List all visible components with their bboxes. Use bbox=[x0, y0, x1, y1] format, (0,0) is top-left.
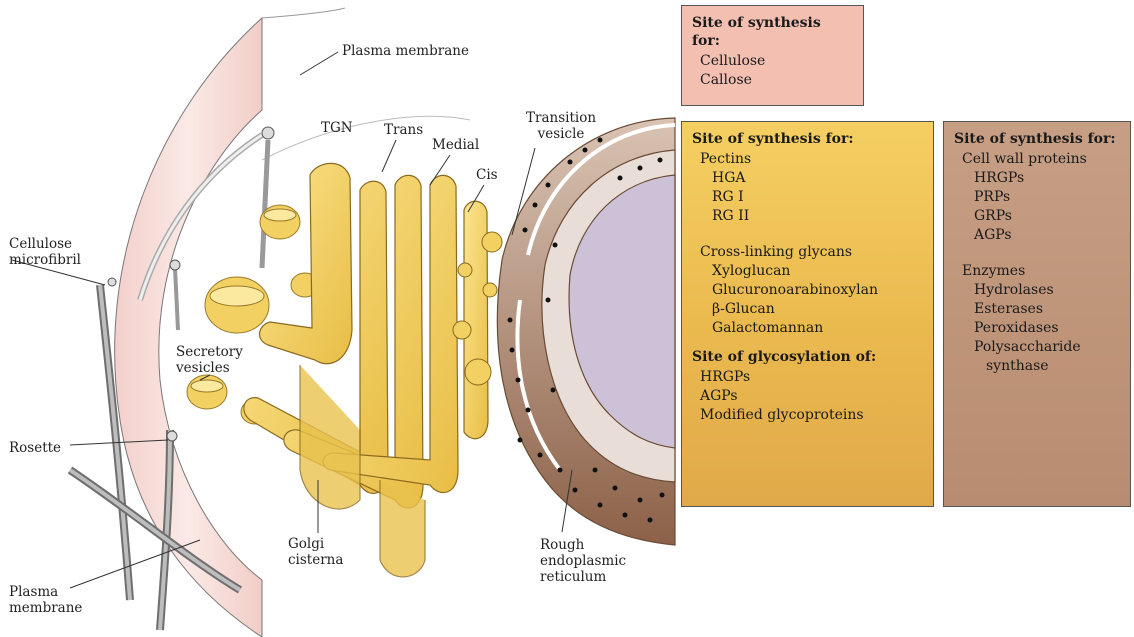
label-golgi-cisterna-line2: cisterna bbox=[288, 552, 343, 568]
spacer bbox=[692, 226, 923, 243]
label-transition-vesicle: Transition vesicle bbox=[526, 110, 596, 142]
label-rosette: Rosette bbox=[9, 440, 61, 456]
label-cis: Cis bbox=[476, 167, 498, 183]
er-box-proteins: Cell wall proteins bbox=[954, 150, 1120, 169]
pm-box-item-callose: Callose bbox=[692, 71, 853, 90]
er-box-enzyme-polysaccharide: Polysaccharide bbox=[954, 338, 1120, 357]
er-box: Site of synthesis for: Cell wall protein… bbox=[943, 121, 1131, 507]
label-golgi-cisterna-line1: Golgi bbox=[288, 536, 343, 552]
label-secretory-vesicles-line1: Secretory bbox=[176, 344, 243, 360]
er-box-protein-grps: GRPs bbox=[954, 207, 1120, 226]
label-plasma-membrane-bottom-line1: Plasma bbox=[9, 584, 82, 600]
secretory-vesicles bbox=[187, 205, 319, 424]
label-plasma-membrane-bottom: Plasma membrane bbox=[9, 584, 82, 616]
golgi-box-pectins: Pectins bbox=[692, 150, 923, 169]
rough-er bbox=[497, 118, 675, 545]
er-box-enzyme-hydrolases: Hydrolases bbox=[954, 281, 1120, 300]
golgi-box-heading: Site of synthesis for: bbox=[692, 130, 923, 148]
label-medial: Medial bbox=[432, 137, 479, 153]
spacer bbox=[954, 245, 1120, 262]
plasma-membrane-box: Site of synthesis for: Cellulose Callose bbox=[681, 5, 864, 106]
label-cellulose-microfibril: Cellulose microfibril bbox=[9, 236, 81, 268]
label-cellulose-microfibril-line2: microfibril bbox=[9, 252, 81, 268]
golgi-box-glycan-xyloglucan: Xyloglucan bbox=[692, 262, 923, 281]
label-cellulose-microfibril-line1: Cellulose bbox=[9, 236, 81, 252]
golgi-box-pectin-rg2: RG II bbox=[692, 207, 923, 226]
pm-box-heading: Site of synthesis for: bbox=[692, 14, 853, 50]
label-plasma-membrane-top: Plasma membrane bbox=[342, 43, 469, 59]
label-secretory-vesicles-line2: vesicles bbox=[176, 360, 243, 376]
label-rough-er: Rough endoplasmic reticulum bbox=[540, 537, 626, 585]
er-box-enzyme-esterases: Esterases bbox=[954, 300, 1120, 319]
er-box-heading: Site of synthesis for: bbox=[954, 130, 1120, 148]
label-golgi-cisterna: Golgi cisterna bbox=[288, 536, 343, 568]
er-box-enzymes: Enzymes bbox=[954, 262, 1120, 281]
er-box-enzyme-synthase: synthase bbox=[954, 357, 1120, 376]
spacer bbox=[692, 338, 923, 348]
er-box-enzyme-peroxidases: Peroxidases bbox=[954, 319, 1120, 338]
golgi-box-glycan-galactomannan: Galactomannan bbox=[692, 319, 923, 338]
golgi-box: Site of synthesis for: Pectins HGA RG I … bbox=[681, 121, 934, 507]
golgi-box-glycans: Cross-linking glycans bbox=[692, 243, 923, 262]
er-box-protein-prps: PRPs bbox=[954, 188, 1120, 207]
golgi-box-glyco-hrgps: HRGPs bbox=[692, 368, 923, 387]
label-tgn: TGN bbox=[321, 120, 353, 136]
label-plasma-membrane-bottom-line2: membrane bbox=[9, 600, 82, 616]
label-secretory-vesicles: Secretory vesicles bbox=[176, 344, 243, 376]
golgi-box-glyco-agps: AGPs bbox=[692, 387, 923, 406]
label-transition-vesicle-line1: Transition bbox=[526, 110, 596, 126]
golgi-box-glycan-gax: Glucuronoarabinoxylan bbox=[692, 281, 923, 300]
er-box-protein-hrgps: HRGPs bbox=[954, 169, 1120, 188]
label-rough-er-line2: endoplasmic bbox=[540, 553, 626, 569]
label-trans: Trans bbox=[384, 122, 423, 138]
golgi-box-heading2: Site of glycosylation of: bbox=[692, 348, 923, 366]
golgi-box-pectin-rg1: RG I bbox=[692, 188, 923, 207]
pm-box-item-cellulose: Cellulose bbox=[692, 52, 853, 71]
label-rough-er-line3: reticulum bbox=[540, 569, 626, 585]
golgi-box-glyco-modified: Modified glycoproteins bbox=[692, 406, 923, 425]
er-box-protein-agps: AGPs bbox=[954, 226, 1120, 245]
golgi-box-glycan-bglucan: β-Glucan bbox=[692, 300, 923, 319]
golgi-box-pectin-hga: HGA bbox=[692, 169, 923, 188]
label-transition-vesicle-line2: vesicle bbox=[526, 126, 596, 142]
label-rough-er-line1: Rough bbox=[540, 537, 626, 553]
